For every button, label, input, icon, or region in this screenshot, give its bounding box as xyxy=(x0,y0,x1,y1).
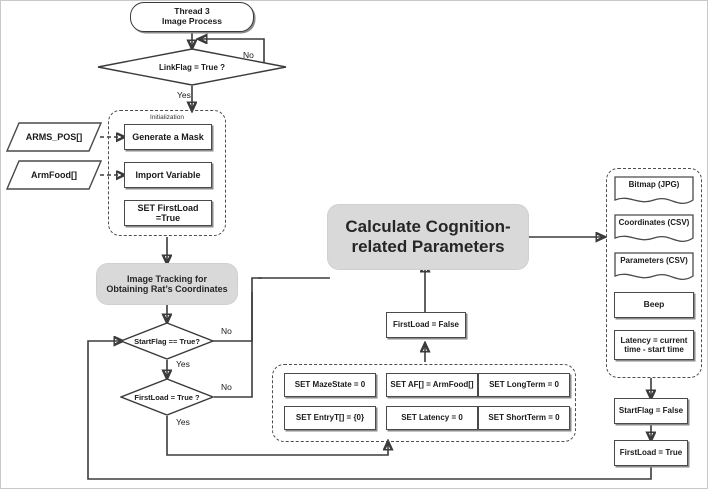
set-parameters-group xyxy=(272,364,576,442)
set-shortterm: SET ShortTerm = 0 xyxy=(478,406,570,430)
edge-label-link-no: No xyxy=(243,50,254,60)
decision-startflag-label: StartFlag == True? xyxy=(134,336,200,346)
calculate-line2: related Parameters xyxy=(351,237,505,256)
output-latency-line1: Latency = current xyxy=(620,335,688,345)
process-set-firstload-true: SET FirstLoad =True xyxy=(124,200,212,226)
decision-linkflag: LinkFlag = True ? xyxy=(97,48,287,86)
process-firstload-false: FirstLoad = False xyxy=(386,312,466,338)
image-tracking-line2: Obtaining Rat’s Coordinates xyxy=(106,284,228,294)
decision-startflag: StartFlag == True? xyxy=(119,322,215,360)
output-beep: Beep xyxy=(614,292,694,318)
process-startflag-false: StartFlag = False xyxy=(614,398,688,424)
process-calculate-cognition: Calculate Cognition- related Parameters xyxy=(327,204,529,270)
edge-label-start-no: No xyxy=(221,326,232,336)
start-line1: Thread 3 xyxy=(174,6,210,17)
edge-label-link-yes: Yes xyxy=(177,90,191,100)
set-af: SET AF[] = ArmFood[] xyxy=(386,373,478,397)
input-armfood-label: ArmFood[] xyxy=(31,170,77,180)
edge-label-first-yes: Yes xyxy=(176,417,190,427)
input-arms-pos: ARMS_POS[] xyxy=(5,122,103,152)
process-generate-mask: Generate a Mask xyxy=(124,124,212,150)
set-entryt: SET EntryT[] = {0} xyxy=(284,406,376,430)
output-coordinates-csv: Coordinates (CSV) xyxy=(614,214,694,244)
process-image-tracking: Image Tracking for Obtaining Rat’s Coord… xyxy=(96,263,238,305)
output-parameters-csv: Parameters (CSV) xyxy=(614,252,694,282)
calculate-line1: Calculate Cognition- xyxy=(345,217,511,237)
output-latency-line2: time - start time xyxy=(624,345,684,354)
input-armfood: ArmFood[] xyxy=(5,160,103,190)
image-tracking-line1: Image Tracking for xyxy=(126,273,208,284)
outputs-group xyxy=(606,168,702,378)
set-longterm: SET LongTerm = 0 xyxy=(478,373,570,397)
initialization-group: Initialization xyxy=(108,110,226,236)
decision-firstload: FirstLoad = True ? xyxy=(119,378,215,416)
input-arms-pos-label: ARMS_POS[] xyxy=(25,132,83,142)
process-import-variable: Import Variable xyxy=(124,162,212,188)
decision-firstload-label: FirstLoad = True ? xyxy=(134,392,200,402)
process-firstload-true: FirstLoad = True xyxy=(614,440,688,466)
output-bitmap-jpg: Bitmap (JPG) xyxy=(614,176,694,206)
output-parameters-label: Parameters (CSV) xyxy=(620,255,688,265)
output-coordinates-label: Coordinates (CSV) xyxy=(618,217,690,227)
set-mazestate: SET MazeState = 0 xyxy=(284,373,376,397)
initialization-group-label: Initialization xyxy=(150,114,184,121)
set-latency: SET Latency = 0 xyxy=(386,406,478,430)
edge-label-start-yes: Yes xyxy=(176,359,190,369)
output-latency: Latency = current time - start time xyxy=(614,330,694,360)
start-line2: Image Process xyxy=(161,16,222,26)
decision-linkflag-label: LinkFlag = True ? xyxy=(158,62,225,72)
start-terminator: Thread 3 Image Process xyxy=(130,2,254,32)
output-bitmap-label: Bitmap (JPG) xyxy=(628,179,680,189)
edge-label-first-no: No xyxy=(221,382,232,392)
